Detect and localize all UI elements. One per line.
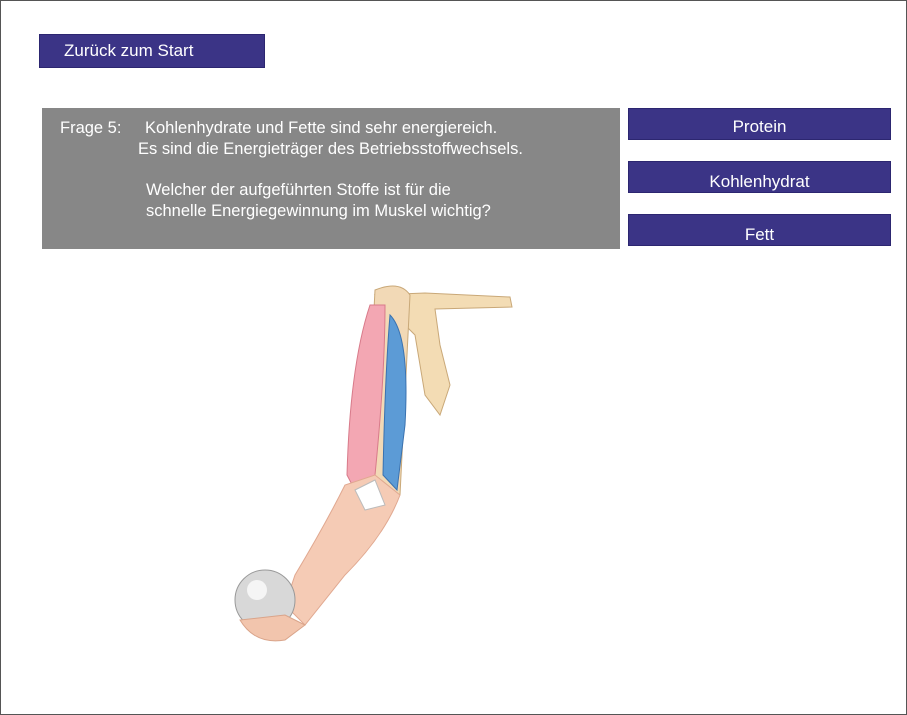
- question-line-2: Es sind die Energieträger des Betriebsst…: [138, 140, 523, 158]
- question-line-4: schnelle Energiegewinnung im Muskel wich…: [146, 202, 491, 220]
- arm-muscle-illustration: [234, 285, 513, 642]
- answer-fett-button[interactable]: Fett: [628, 214, 891, 246]
- answer-kohlenhydrat-button[interactable]: Kohlenhydrat: [628, 161, 891, 193]
- question-line-1: Kohlenhydrate und Fette sind sehr energi…: [145, 119, 498, 137]
- question-box: Frage 5: Kohlenhydrate und Fette sind se…: [42, 108, 620, 249]
- question-line-3: Welcher der aufgeführten Stoffe ist für …: [146, 181, 451, 199]
- question-number: Frage 5:: [60, 119, 122, 137]
- answer-protein-button[interactable]: Protein: [628, 108, 891, 140]
- back-to-start-button[interactable]: Zurück zum Start: [39, 34, 265, 68]
